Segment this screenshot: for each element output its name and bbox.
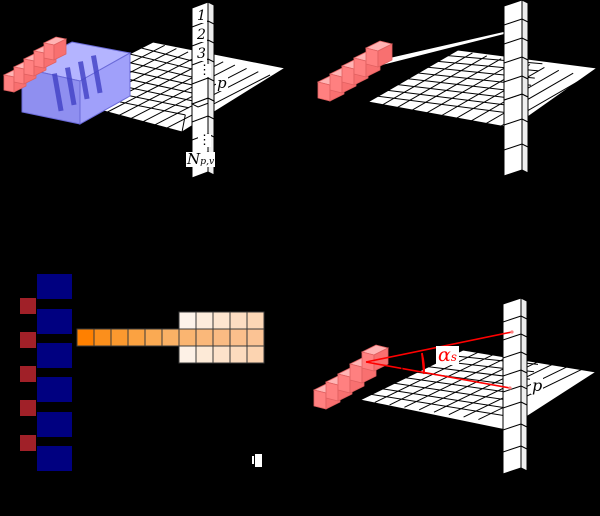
fan-cell [178, 311, 197, 330]
beam-cell [144, 328, 163, 347]
fan-cell [195, 311, 214, 330]
fan-cell [212, 311, 231, 330]
beam-cell [76, 328, 95, 347]
panel-bottom-left-artwork [20, 274, 265, 471]
fan-cell [246, 345, 265, 364]
grid-plane [358, 349, 598, 431]
clipped-glyph-artifact [252, 454, 262, 467]
ray-endpoint [508, 386, 512, 390]
voxel-last-symbol: N [187, 150, 201, 168]
fan-cell [229, 311, 248, 330]
red-cube-array [316, 40, 394, 102]
voxel-1-label: 1 [196, 8, 207, 24]
panel-top-right-artwork [316, 0, 599, 177]
response-fan-grid [178, 311, 265, 364]
fan-cell [195, 328, 214, 347]
voxel-column-lower [503, 93, 529, 177]
fan-cell [195, 345, 214, 364]
voxel-ellipsis-top-label: ⋮ [198, 63, 211, 78]
alpha-symbol: α [438, 344, 451, 366]
voxel-3-label: 3 [196, 46, 207, 62]
panel4-pixel-label: p [531, 376, 544, 395]
alpha-angle-label: αs [436, 346, 459, 365]
panel1-pixel-label: p [216, 74, 228, 92]
detector-strip-stack [37, 274, 72, 471]
fan-cell [178, 345, 197, 364]
grid-plane [366, 49, 599, 129]
panel-bottom-right-artwork [312, 297, 598, 475]
detector-strip [37, 412, 72, 437]
panel-top-right [300, 0, 600, 190]
angle-arc-thin [399, 357, 403, 373]
panel-top-left-artwork [2, 1, 287, 179]
detector-strip [37, 377, 72, 402]
detector-strip [37, 446, 72, 471]
voxel-ellipsis-bottom-label: ⋮ [198, 133, 211, 148]
readout-pad-stack [20, 298, 36, 451]
detector-strip [37, 309, 72, 334]
panel-bottom-right: αs p [300, 290, 600, 490]
alpha-subscript: s [450, 350, 457, 364]
readout-pad [20, 435, 36, 451]
voxel-last-subscript: p,v [200, 156, 215, 167]
beam-intensity-row [76, 328, 180, 347]
readout-pad [20, 332, 36, 348]
fan-cell [178, 328, 197, 347]
voxel-column-lower [502, 379, 528, 475]
fan-cell [246, 311, 265, 330]
blue-slab [20, 41, 132, 125]
readout-pad [20, 400, 36, 416]
panel-bottom-left [0, 260, 300, 516]
beam-cell [110, 328, 129, 347]
fan-cell [229, 345, 248, 364]
red-cube-array [2, 36, 68, 93]
beam-cell [127, 328, 146, 347]
beam-cell [93, 328, 112, 347]
fan-cell [246, 328, 265, 347]
voxel-2-label: 2 [196, 27, 207, 43]
beam-cell [161, 328, 180, 347]
voxel-column-upper [501, 297, 529, 393]
voxel-column-upper [502, 0, 530, 101]
fan-cell [212, 345, 231, 364]
readout-pad [20, 298, 36, 314]
readout-pad [20, 366, 36, 382]
detector-strip [37, 274, 72, 299]
detector-strip [37, 343, 72, 368]
voxel-last-label: Np,v [186, 150, 216, 168]
fan-cell [212, 328, 231, 347]
ray-endpoint [510, 330, 514, 334]
fan-cell [229, 328, 248, 347]
panel-top-left: 1 2 3 ⋮ ⋮ Np,v p [0, 0, 300, 190]
